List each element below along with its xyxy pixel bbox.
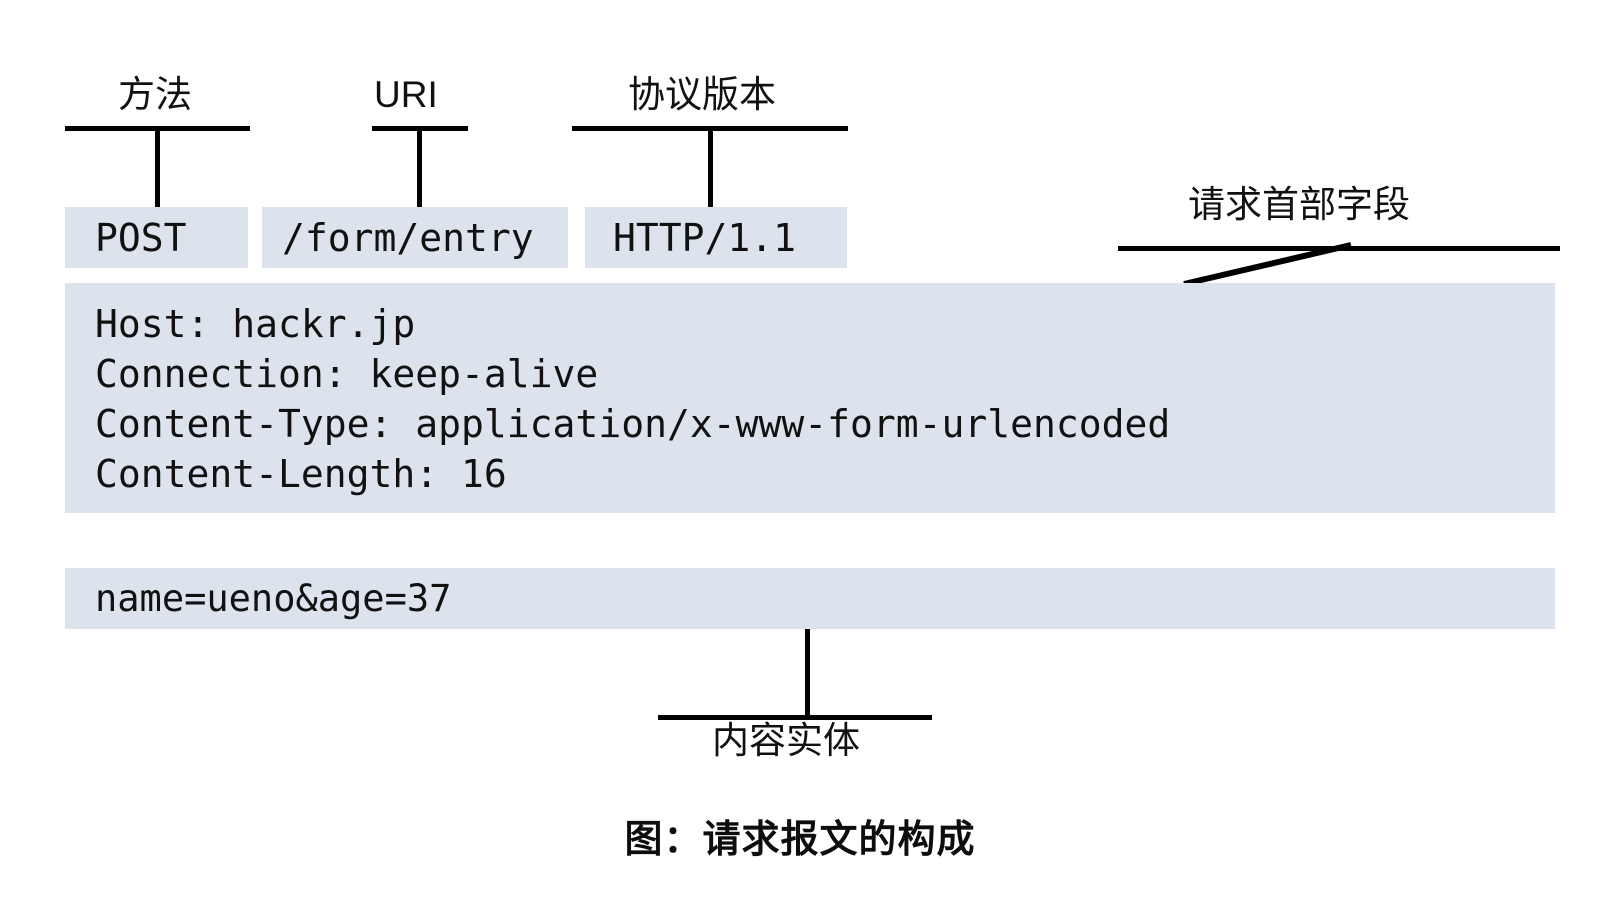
callout-rule-entity-body bbox=[658, 715, 932, 720]
callout-leader-uri bbox=[417, 126, 422, 210]
body-line: name=ueno&age=37 bbox=[95, 577, 452, 620]
start-line-method-box: POST bbox=[65, 207, 248, 268]
callout-label-entity-body: 内容实体 bbox=[712, 720, 860, 761]
start-line-uri-value: /form/entry bbox=[282, 215, 534, 260]
callout-label-uri: URI bbox=[374, 74, 438, 115]
request-header-fields-block: Host: hackr.jp Connection: keep-alive Co… bbox=[65, 283, 1555, 513]
callout-label-method: 方法 bbox=[118, 74, 192, 115]
header-line: Host: hackr.jp bbox=[95, 302, 416, 346]
figure-caption: 图：请求报文的构成 bbox=[624, 819, 976, 861]
callout-label-protocol-version: 协议版本 bbox=[628, 74, 776, 115]
callout-leader-request-header-fields bbox=[1183, 242, 1352, 287]
header-line: Connection: keep-alive bbox=[95, 352, 599, 396]
header-line: Content-Type: application/x-www-form-url… bbox=[95, 402, 1171, 446]
message-body-block: name=ueno&age=37 bbox=[65, 568, 1555, 629]
callout-label-request-header-fields: 请求首部字段 bbox=[1188, 184, 1410, 225]
start-line-protocol-version-box: HTTP/1.1 bbox=[585, 207, 847, 268]
callout-leader-entity-body bbox=[805, 629, 810, 719]
start-line-method-value: POST bbox=[95, 215, 187, 260]
callout-leader-protocol-version bbox=[708, 126, 713, 210]
start-line-uri-box: /form/entry bbox=[262, 207, 568, 268]
start-line-protocol-version-value: HTTP/1.1 bbox=[613, 215, 797, 260]
header-line: Content-Length: 16 bbox=[95, 452, 507, 496]
callout-leader-method bbox=[155, 126, 160, 210]
